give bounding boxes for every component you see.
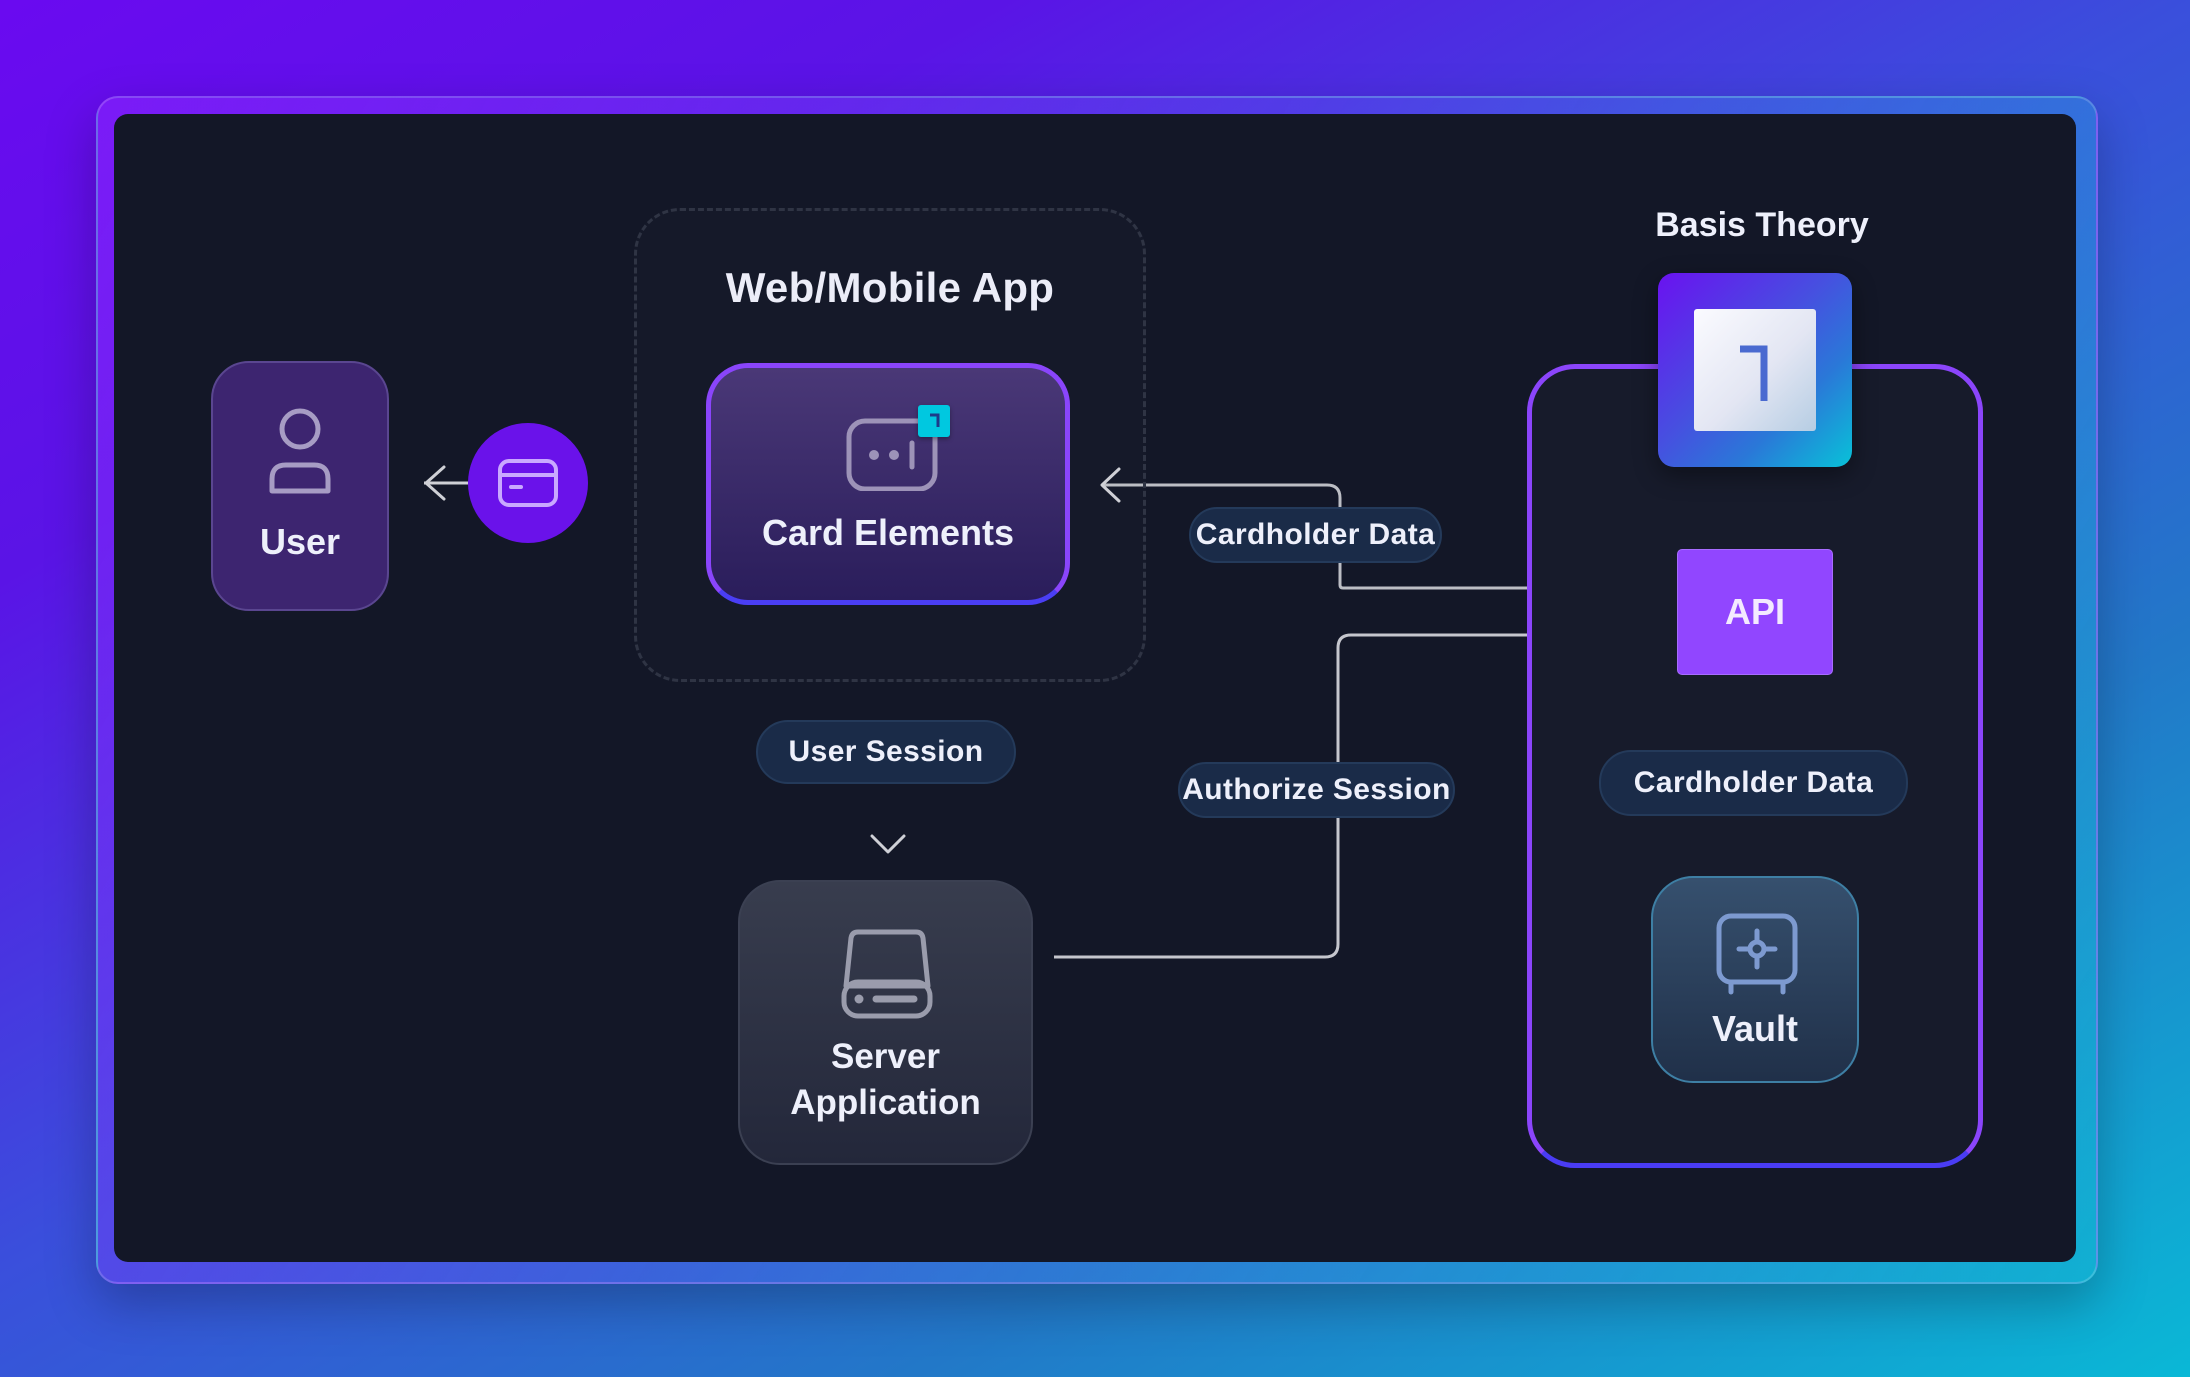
- safe-icon: [1716, 913, 1798, 995]
- server-application-node[interactable]: Server Application: [738, 880, 1033, 1165]
- basis-theory-logo-icon: [1658, 273, 1852, 467]
- card-token-node[interactable]: [468, 423, 588, 543]
- credit-card-icon: [498, 459, 558, 507]
- web-mobile-app-group: [634, 208, 1146, 682]
- server-drive-icon: [841, 929, 933, 1019]
- vault-label: Vault: [1711, 1008, 1799, 1049]
- api-node[interactable]: API: [1677, 549, 1833, 675]
- basis-theory-logo-mark: [1694, 309, 1816, 431]
- arrowhead-server: [870, 834, 906, 854]
- card-elements-label: Card Elements: [761, 512, 1015, 553]
- edge-label-user-session: User Session: [756, 720, 1016, 784]
- user-node[interactable]: User: [211, 361, 389, 611]
- edge-label-authorize-session: Authorize Session: [1178, 762, 1455, 818]
- arrowhead-user: [424, 465, 446, 501]
- server-application-label: Server Application: [740, 1034, 1031, 1126]
- basis-theory-title: Basis Theory: [1655, 206, 1869, 244]
- server-label-line1: Server: [831, 1037, 940, 1076]
- card-elements-icon-wrap: [846, 405, 950, 491]
- user-icon: [269, 408, 331, 494]
- diagram-canvas: Web/Mobile App User Card El: [114, 114, 2076, 1262]
- card-elements-node[interactable]: Card Elements: [706, 363, 1070, 605]
- edge-label-cardholder-data-to-card: Cardholder Data: [1189, 507, 1442, 563]
- server-label-line2: Application: [790, 1083, 981, 1122]
- user-label: User: [259, 521, 341, 562]
- basis-theory-badge-icon: [918, 405, 950, 437]
- edge-label-cardholder-data-from-vault: Cardholder Data: [1599, 750, 1908, 816]
- input-field-icon: [846, 418, 938, 491]
- vault-node[interactable]: Vault: [1651, 876, 1859, 1083]
- web-mobile-app-title: Web/Mobile App: [725, 264, 1055, 311]
